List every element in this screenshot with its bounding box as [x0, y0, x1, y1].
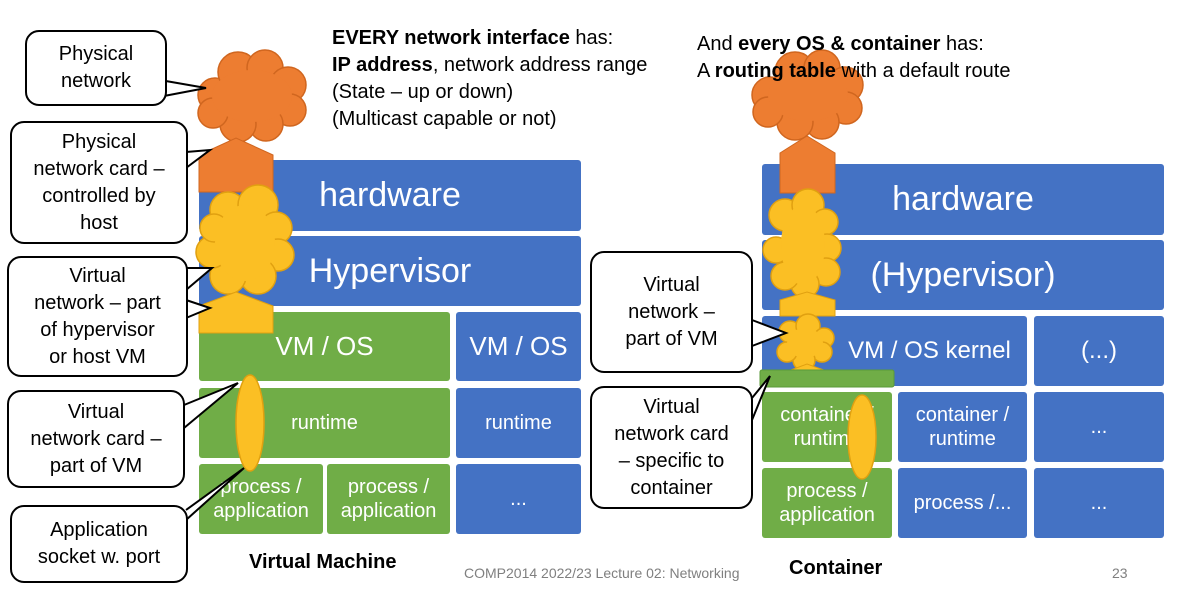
vm-hardware-layer: hardware — [199, 160, 581, 231]
callout-physical-network: Physical network — [25, 30, 167, 106]
container-kernel-more-block: (...) — [1034, 316, 1164, 386]
container-kernel-block: VM / OS kernel — [762, 316, 1027, 386]
container-label: Container — [789, 557, 883, 579]
container-process-block-1: process / application — [762, 468, 892, 538]
callout-vm-virtual-network: Virtual network – part of VM — [590, 251, 753, 373]
interface-info-line-4: (Multicast capable or not) — [332, 108, 557, 130]
callout-physical-network-card: Physical network card – controlled by ho… — [10, 121, 188, 244]
container-more-block-1: ... — [1034, 392, 1164, 462]
vm-runtime-block-1: runtime — [199, 388, 450, 458]
vm-more-block: ... — [456, 464, 581, 534]
page-number: 23 — [1112, 565, 1128, 581]
interface-info-line-1: EVERY network interface has: — [332, 27, 614, 49]
routing-info-line-1: And every OS & container has: — [697, 33, 984, 55]
interface-info-line-3: (State – up or down) — [332, 81, 514, 103]
container-hardware-layer: hardware — [762, 164, 1164, 235]
container-hypervisor-layer: (Hypervisor) — [762, 240, 1164, 310]
virtual-machine-label: Virtual Machine — [249, 551, 397, 573]
callout-virtual-network-card: Virtual network card – part of VM — [7, 390, 185, 488]
vm-os-block-2: VM / OS — [456, 312, 581, 381]
container-process-block-2: process /... — [898, 468, 1027, 538]
vm-os-block-1: VM / OS — [199, 312, 450, 381]
callout-virtual-network: Virtual network – part of hypervisor or … — [7, 256, 188, 377]
physical-network-cloud-icon — [197, 49, 307, 143]
vm-hypervisor-layer: Hypervisor — [199, 236, 581, 306]
container-runtime-block-2: container / runtime — [898, 392, 1027, 462]
routing-info-line-2: A routing table with a default route — [697, 60, 1011, 82]
container-runtime-block-1: container / runtime — [762, 392, 892, 462]
callout-container-network-card: Virtual network card – specific to conta… — [590, 386, 753, 509]
callout-application-socket: Application socket w. port — [10, 505, 188, 583]
container-more-block-2: ... — [1034, 468, 1164, 538]
footer-caption: COMP2014 2022/23 Lecture 02: Networking — [464, 565, 740, 581]
vm-process-block-1: process / application — [199, 464, 323, 534]
vm-runtime-block-2: runtime — [456, 388, 581, 458]
vm-process-block-2: process / application — [327, 464, 450, 534]
interface-info-line-2: IP address, network address range — [332, 54, 648, 76]
